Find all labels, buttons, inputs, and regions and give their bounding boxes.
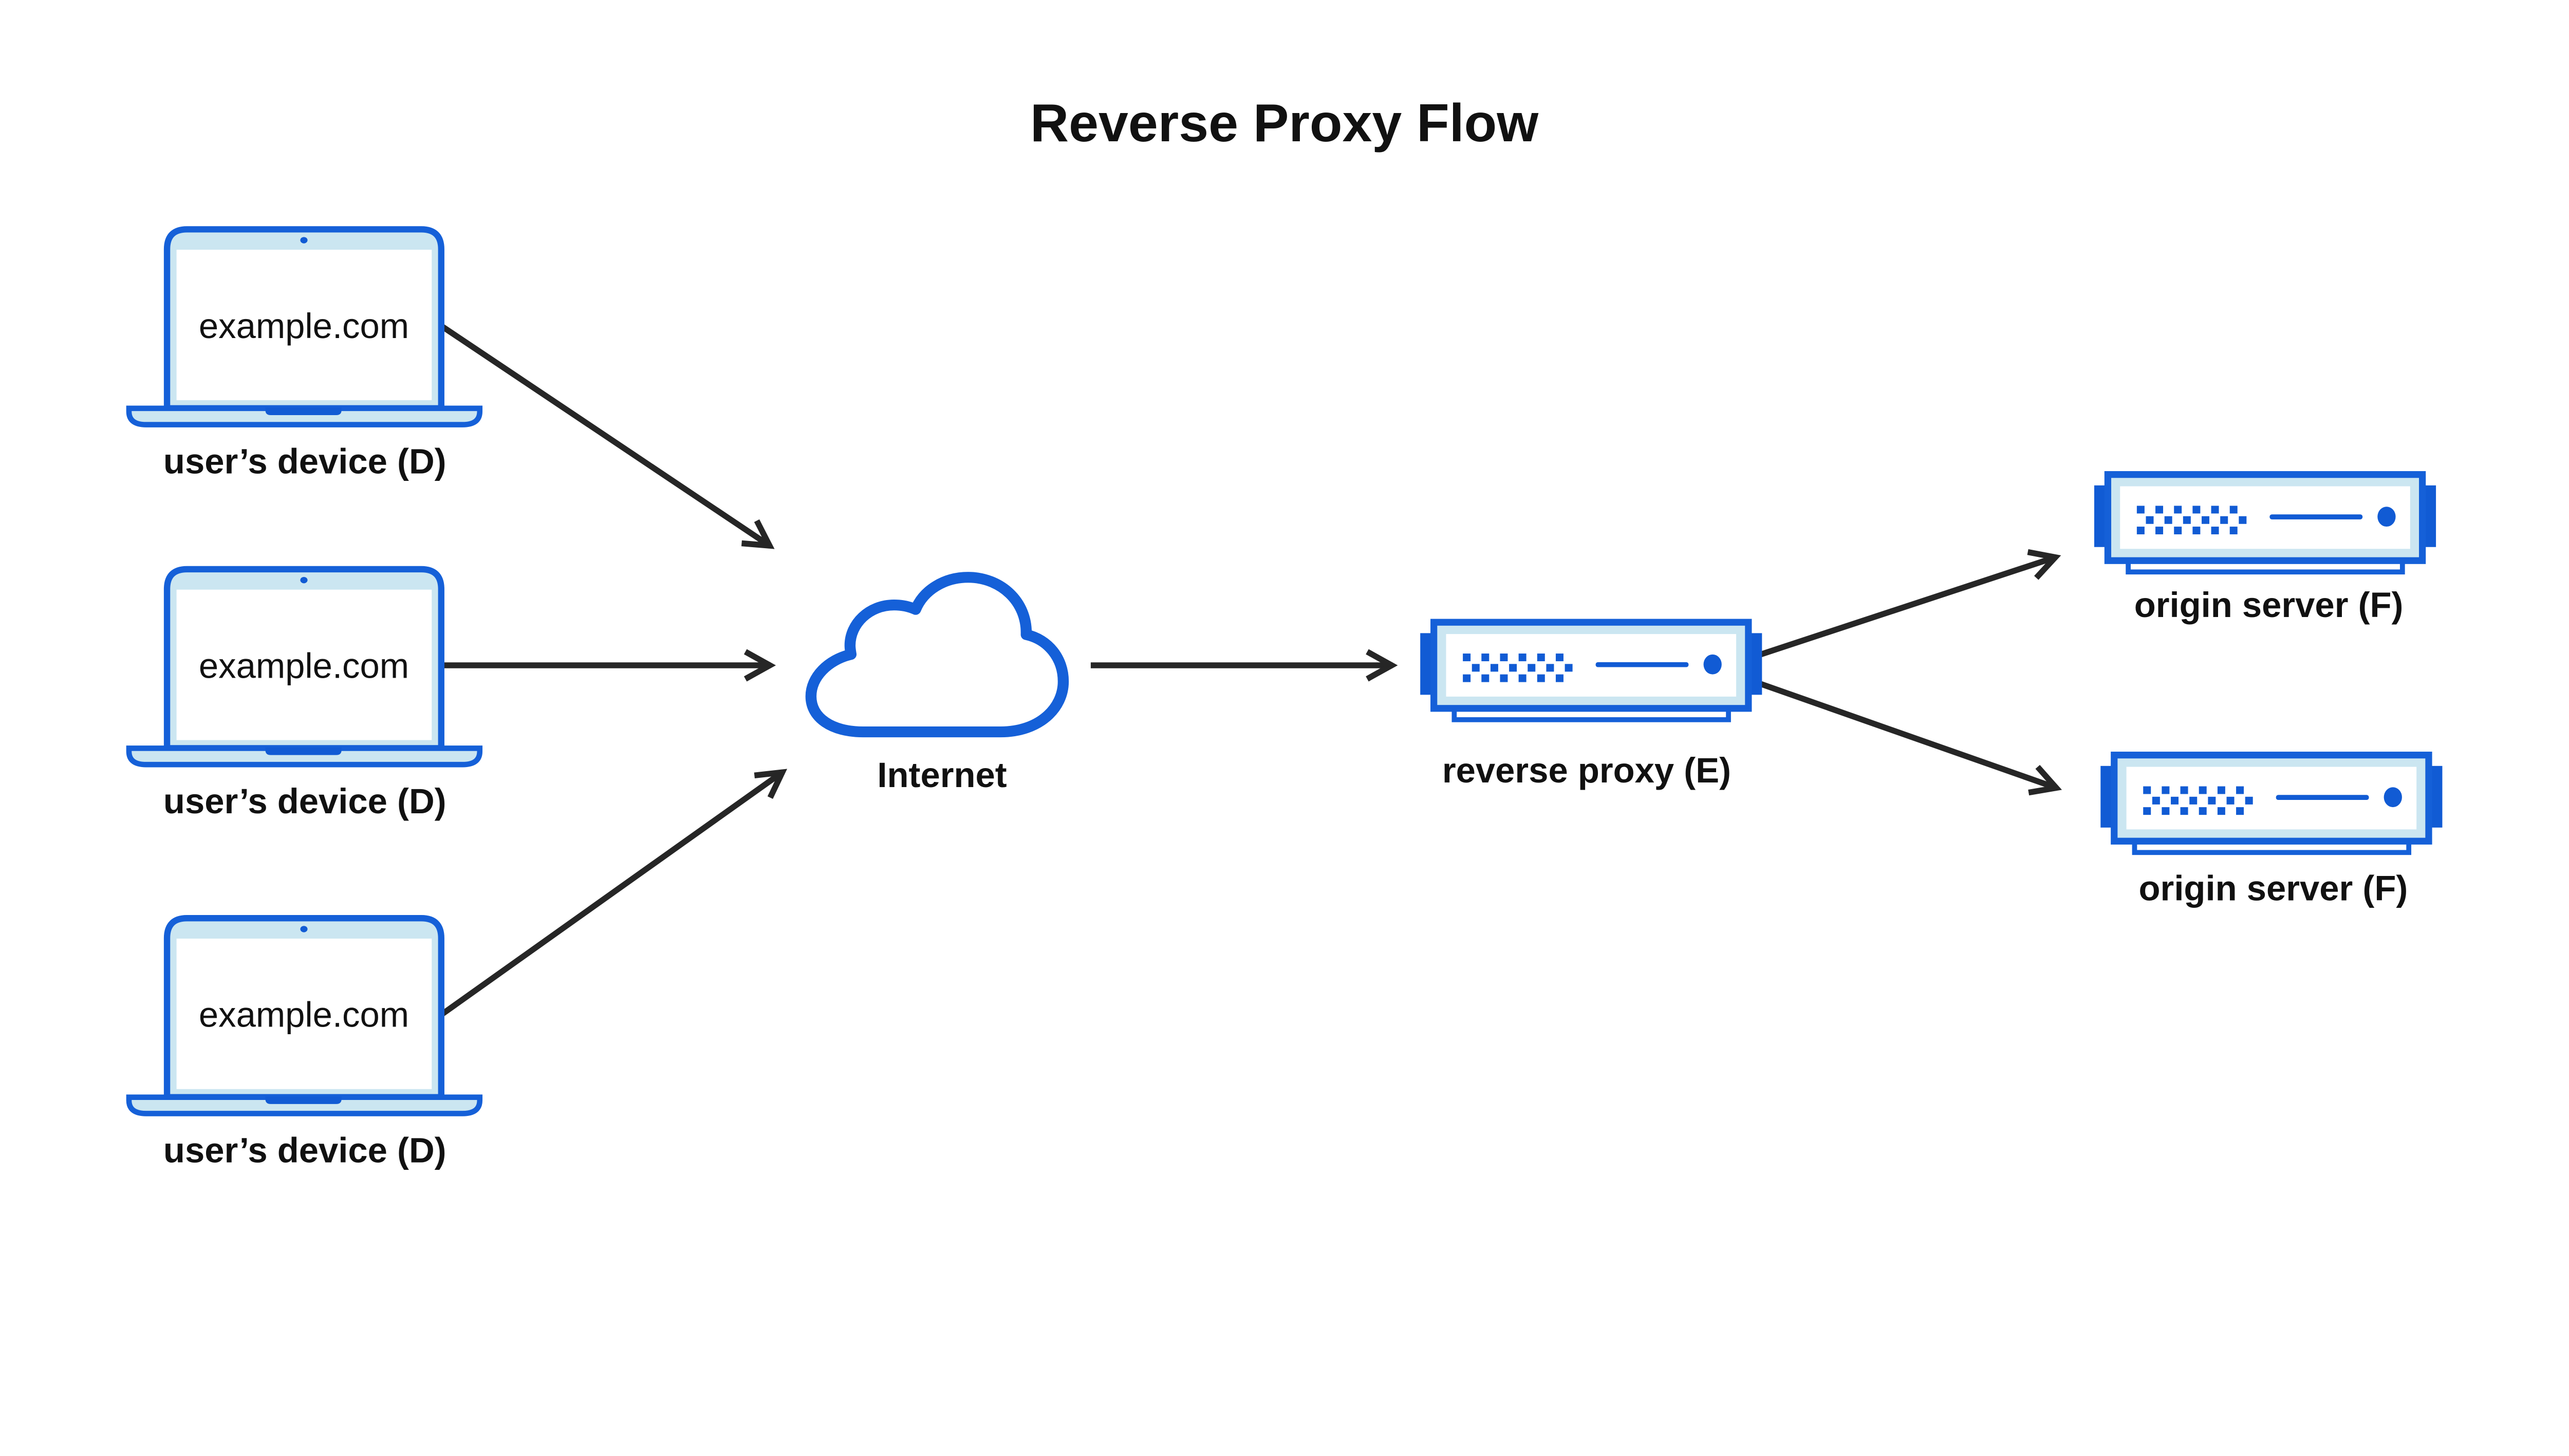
arrow-device3-to-internet — [439, 769, 788, 1017]
reverse-proxy-flow-diagram: Reverse Proxy Flow example.com user’s de… — [125, 93, 2446, 1170]
node-user-device-2: example.com user’s device (D) — [129, 569, 480, 821]
server-icon — [2094, 475, 2436, 572]
cloud-icon — [811, 577, 1063, 732]
server-icon — [1420, 622, 1762, 720]
server-icon — [2100, 755, 2442, 853]
node-origin-server-1: origin server (F) — [2094, 475, 2436, 625]
device1-screen-text: example.com — [199, 306, 409, 346]
node-user-device-3: example.com user’s device (D) — [129, 918, 480, 1170]
internet-label: Internet — [877, 755, 1007, 795]
device2-label: user’s device (D) — [163, 781, 446, 821]
device3-label: user’s device (D) — [163, 1130, 446, 1170]
node-user-device-1: example.com user’s device (D) — [129, 229, 480, 481]
arrow-proxy-to-origin2 — [1759, 681, 2062, 796]
reverse-proxy-label: reverse proxy (E) — [1442, 751, 1731, 790]
node-reverse-proxy: reverse proxy (E) — [1420, 622, 1762, 790]
origin-server-1-label: origin server (F) — [2134, 585, 2404, 625]
arrow-proxy-to-origin1 — [1759, 549, 2061, 658]
device1-label: user’s device (D) — [163, 442, 446, 481]
origin-server-2-label: origin server (F) — [2139, 869, 2408, 908]
arrow-device1-to-internet — [439, 323, 775, 549]
device3-screen-text: example.com — [199, 995, 409, 1035]
device2-screen-text: example.com — [199, 646, 409, 685]
page-title: Reverse Proxy Flow — [1030, 94, 1539, 153]
node-origin-server-2: origin server (F) — [2100, 755, 2442, 908]
flow-arrows — [439, 323, 2062, 1017]
node-internet: Internet — [811, 577, 1063, 795]
